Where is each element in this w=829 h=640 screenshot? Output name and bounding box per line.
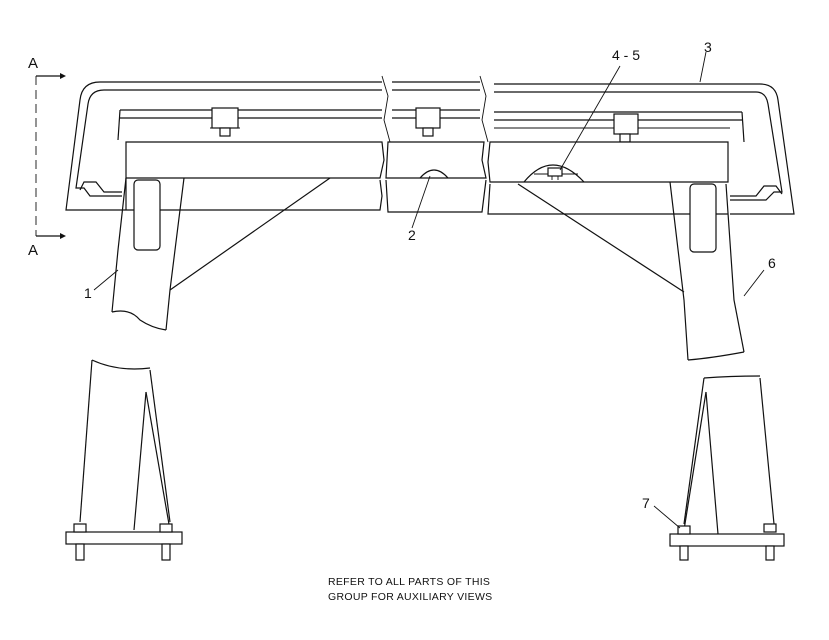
callouts: 1 2 3 4 - 5 6 7 bbox=[84, 39, 776, 511]
guard-frame bbox=[65, 81, 795, 215]
auxiliary-note: REFER TO ALL PARTS OF THIS GROUP FOR AUX… bbox=[328, 576, 492, 603]
callout-4-5: 4 - 5 bbox=[612, 47, 640, 63]
hub-assembly bbox=[523, 164, 585, 183]
callout-2: 2 bbox=[408, 227, 416, 243]
mount-blocks bbox=[210, 107, 639, 143]
left-stand bbox=[65, 359, 183, 561]
callout-1: 1 bbox=[84, 285, 92, 301]
cross-beam bbox=[122, 75, 729, 215]
right-leg bbox=[517, 181, 745, 361]
left-leg bbox=[111, 177, 331, 331]
section-label-bottom: A bbox=[28, 242, 38, 259]
callout-7: 7 bbox=[642, 495, 650, 511]
right-stand bbox=[669, 375, 785, 561]
leader-lines bbox=[93, 51, 765, 529]
section-indicator: A A bbox=[28, 55, 66, 259]
callout-3: 3 bbox=[704, 39, 712, 55]
note-line-1: REFER TO ALL PARTS OF THIS bbox=[328, 576, 490, 588]
note-line-2: GROUP FOR AUXILIARY VIEWS bbox=[328, 591, 492, 603]
section-label-top: A bbox=[28, 55, 38, 72]
callout-6: 6 bbox=[768, 255, 776, 271]
